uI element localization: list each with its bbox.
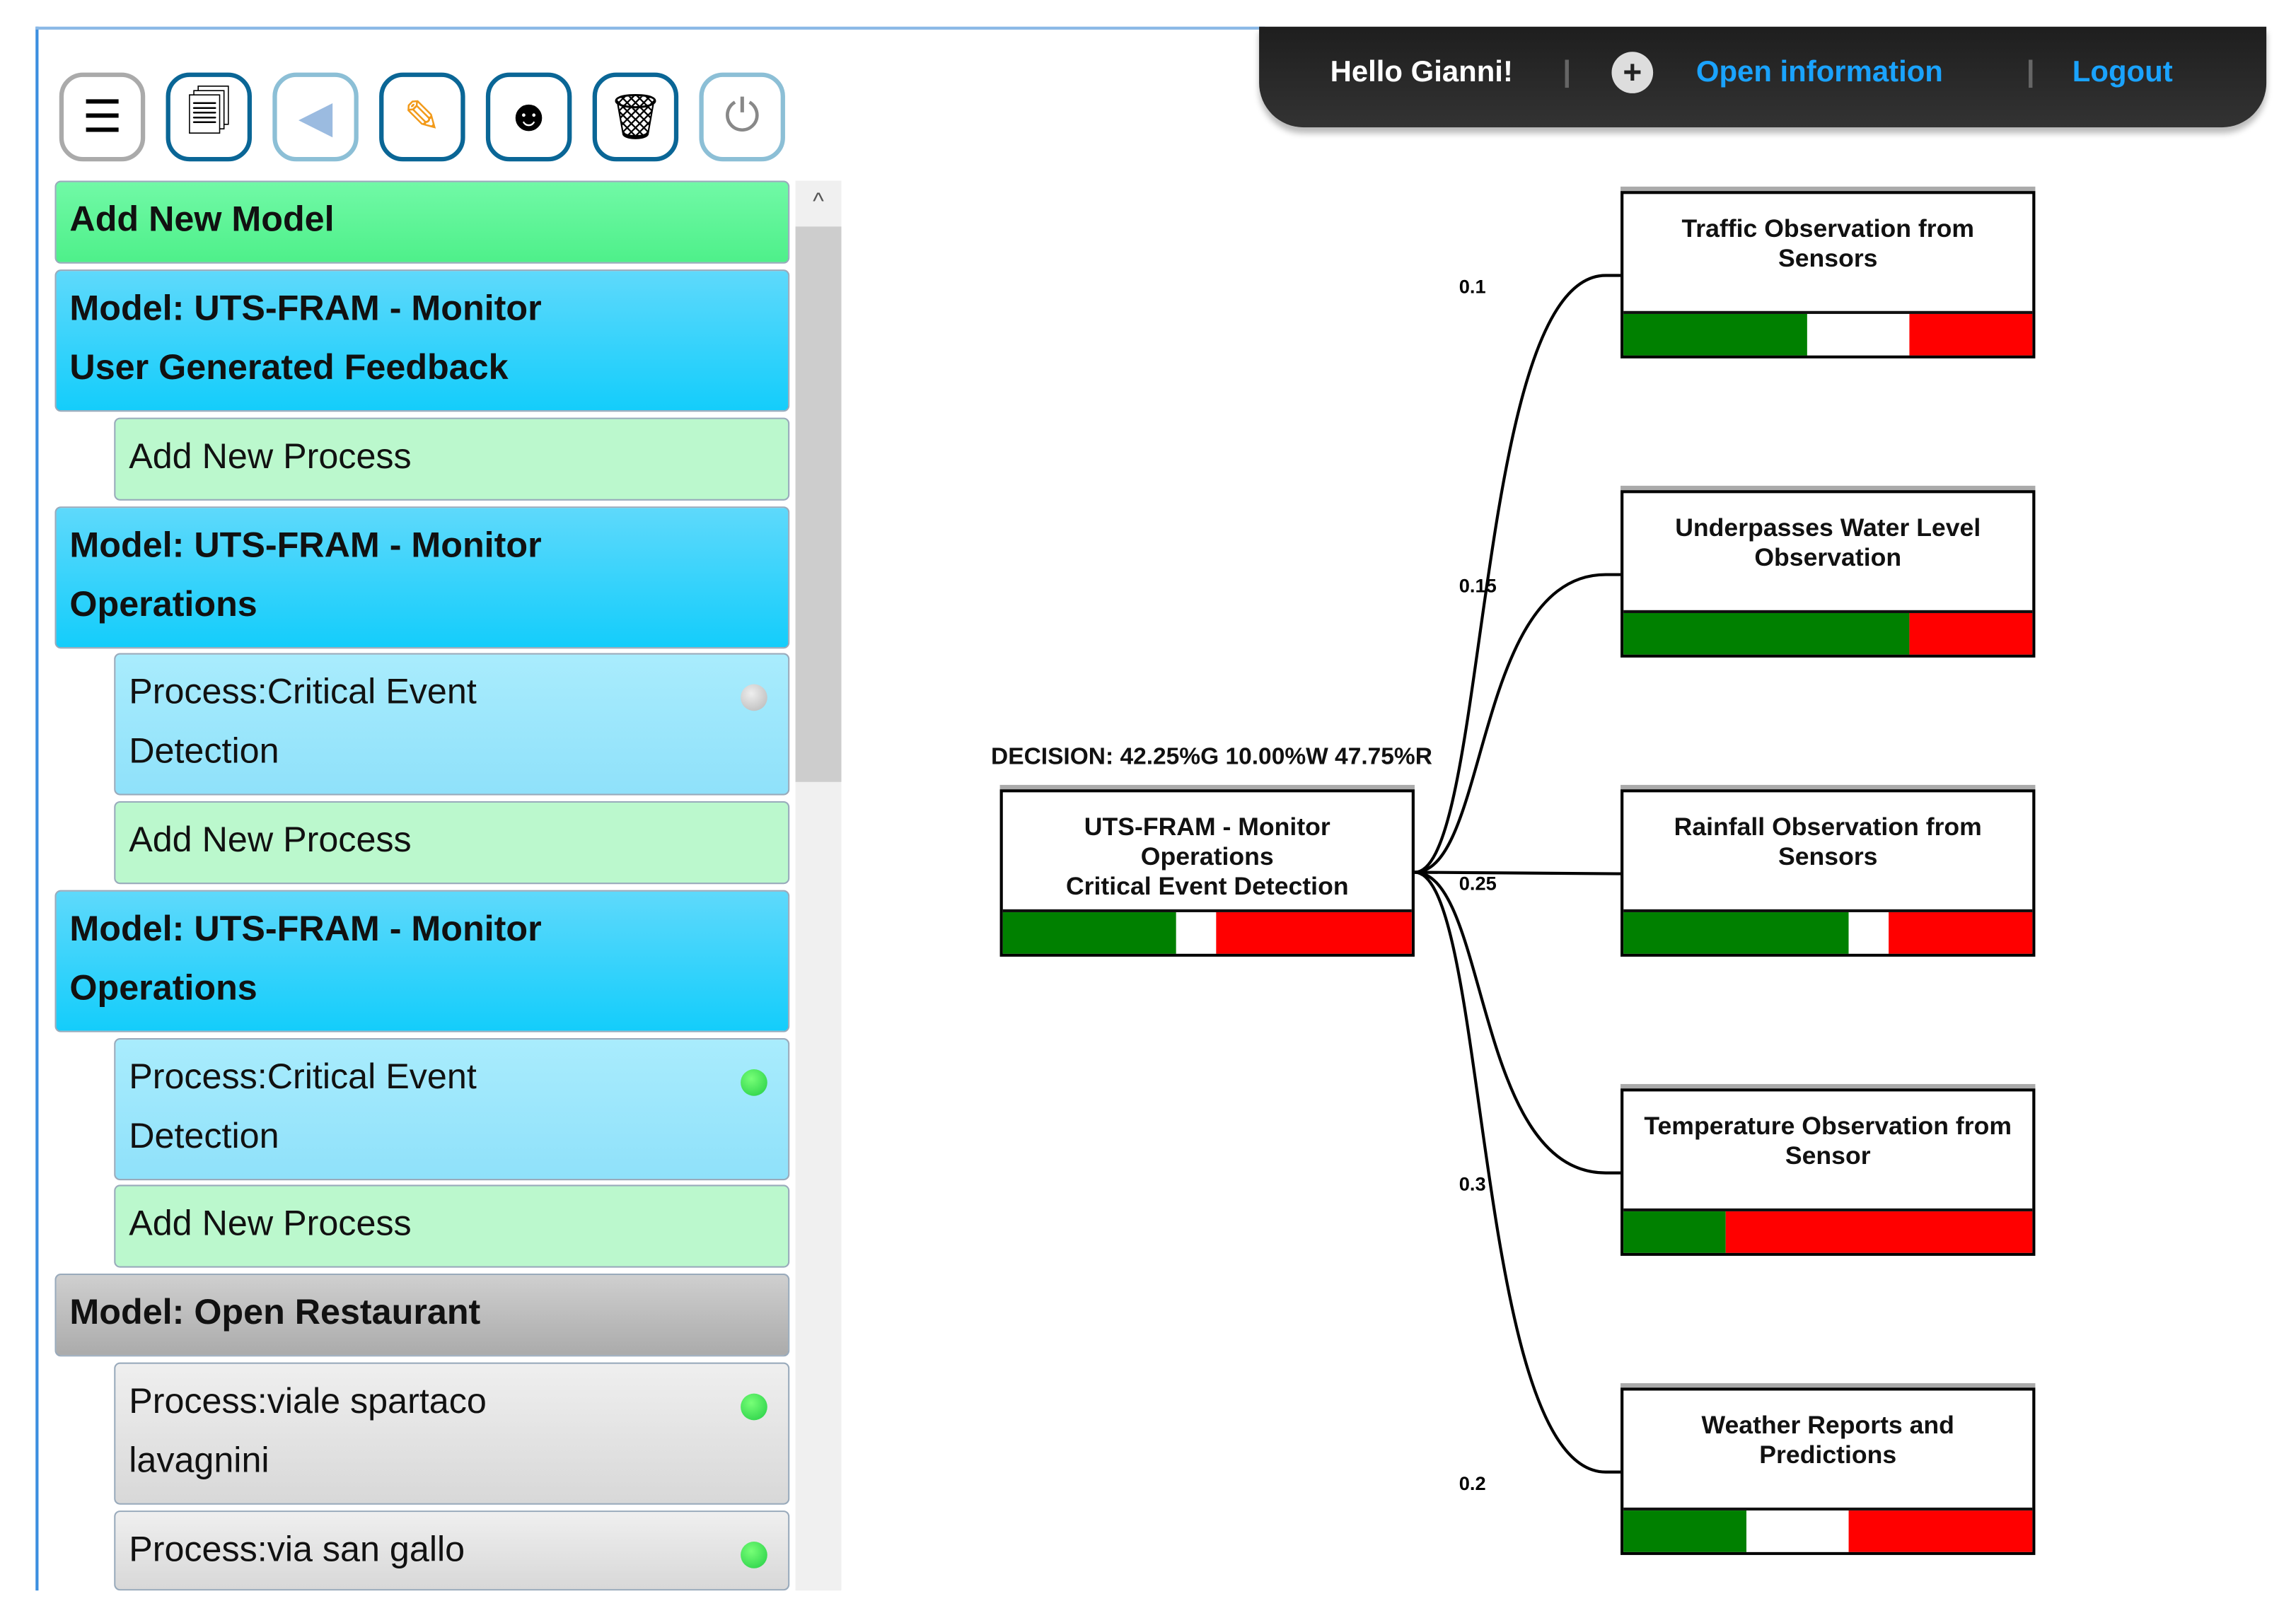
input-node[interactable]: Temperature Observation from Sensor [1620,1088,2036,1256]
document-button[interactable]: 🗐 [166,72,253,162]
item-label: Add New Process [129,436,412,477]
link-weight: 0.1 [1459,275,1486,298]
process-item[interactable]: Process:via san gallo [114,1510,790,1591]
bar-segment-red [1889,912,2033,954]
status-bar [1623,310,2033,356]
bar-segment-white [1746,1510,1849,1552]
node-label: Weather Reports and Predictions [1701,1411,1954,1469]
power-icon: ⏻ [724,91,760,141]
process-item[interactable]: Process:Critical Event Detection [114,1038,790,1181]
node-label: Underpasses Water Level Observation [1675,513,1981,572]
open-information-link[interactable]: Open information [1695,56,1943,89]
greeting: Hello Gianni! [1330,56,1513,89]
separator: | [1562,56,1572,89]
input-node[interactable]: Rainfall Observation from Sensors [1620,789,2036,957]
input-node[interactable]: Traffic Observation from Sensors [1620,191,2036,359]
status-bar [1623,909,2033,954]
head-gears-icon: ☻ [505,91,552,141]
link-weight: 0.3 [1459,1172,1486,1196]
bar-segment-green [1623,313,1808,356]
input-node[interactable]: Underpasses Water Level Observation [1620,490,2036,658]
node-label: Rainfall Observation from Sensors [1674,813,1982,871]
plus-icon[interactable]: + [1611,52,1654,93]
bar-segment-red [1848,1510,2033,1552]
node-label: UTS-FRAM - Monitor Operations Critical E… [1065,813,1349,901]
scrollbar-thumb[interactable] [795,226,842,782]
item-label: Process:viale spartaco lavagnini [129,1381,487,1481]
bar-segment-green [1623,912,1849,954]
bar-segment-green [1623,612,1910,655]
bar-segment-white [1175,912,1217,954]
link-weight: 0.15 [1459,574,1497,597]
user-header: Hello Gianni! | + Open information | Log… [1259,26,2267,128]
power-button[interactable]: ⏻ [699,72,785,162]
process-item[interactable]: Process:viale spartaco lavagnini [114,1362,790,1505]
trash-icon: 🗑 [607,92,664,141]
decision-label: DECISION: 42.25%G 10.00%W 47.75%R [991,745,1432,770]
link-edge [1414,871,1621,1175]
logout-link[interactable]: Logout [2072,56,2173,89]
back-arrow-icon: ◀ [298,92,333,141]
item-label: Process:Critical Event Detection [129,1057,477,1157]
status-bar [1002,909,1412,954]
status-dot-green [741,1069,767,1096]
add-new-process-button[interactable]: Add New Process [114,1184,790,1268]
item-label: Model: UTS-FRAM - Monitor Operations [69,525,542,625]
item-label: Process:Critical Event Detection [129,672,477,772]
add-new-process-button[interactable]: Add New Process [114,417,790,501]
process-item[interactable]: Process:Critical Event Detection [114,653,790,796]
bar-segment-red [1216,912,1412,954]
link-edge [1414,274,1621,874]
link-weight: 0.25 [1459,872,1497,895]
separator: | [2026,56,2035,89]
back-button[interactable]: ◀ [272,72,359,162]
delete-button[interactable]: 🗑 [592,72,679,162]
status-bar [1623,1208,2033,1253]
node-label: Traffic Observation from Sensors [1681,214,1974,273]
link-weight: 0.2 [1459,1472,1486,1495]
frame-border [35,26,39,1591]
analyze-button[interactable]: ☻ [485,72,572,162]
model-item[interactable]: Model: UTS-FRAM - Monitor User Generated… [54,269,790,412]
menu-icon: ☰ [82,92,122,141]
status-dot-grey [741,684,767,711]
item-label: Process:via san gallo [129,1530,465,1570]
bar-segment-green [1623,1510,1746,1552]
item-label: Add New Process [129,1204,412,1245]
pencil-icon: ✎ [403,92,441,141]
item-label: Model: Open Restaurant [69,1293,481,1333]
document-icon: 🗐 [186,88,231,137]
status-bar [1623,610,2033,655]
model-item[interactable]: Model: UTS-FRAM - Monitor Operations [54,890,790,1032]
link-edge [1414,573,1621,874]
input-node[interactable]: Weather Reports and Predictions [1620,1387,2036,1555]
status-dot-green [741,1393,767,1421]
add-new-process-button[interactable]: Add New Process [114,800,790,885]
bar-segment-green [1623,1211,1726,1253]
scroll-up-icon[interactable]: ^ [813,190,824,215]
edit-button[interactable]: ✎ [379,72,465,162]
model-item[interactable]: Model: Open Restaurant [54,1274,790,1357]
item-label: Model: UTS-FRAM - Monitor Operations [69,909,542,1009]
bar-segment-white [1848,912,1889,954]
bar-segment-red [1909,612,2033,655]
frame-border-top [35,26,1265,30]
status-dot-green [741,1542,767,1568]
item-label: Model: UTS-FRAM - Monitor User Generated… [69,289,542,388]
link-edge [1414,871,1621,1474]
bar-segment-red [1909,313,2033,356]
menu-button[interactable]: ☰ [59,72,146,162]
bar-segment-white [1807,313,1910,356]
bar-segment-green [1002,912,1176,954]
status-bar [1623,1507,2033,1552]
item-label: Add New Process [129,820,412,861]
main-node[interactable]: UTS-FRAM - Monitor Operations Critical E… [999,789,1415,957]
add-new-model-button[interactable]: Add New Model [54,180,790,264]
node-label: Temperature Observation from Sensor [1644,1112,2012,1170]
link-edge [1414,871,1621,875]
model-item[interactable]: Model: UTS-FRAM - Monitor Operations [54,506,790,649]
bar-segment-red [1725,1211,2033,1253]
